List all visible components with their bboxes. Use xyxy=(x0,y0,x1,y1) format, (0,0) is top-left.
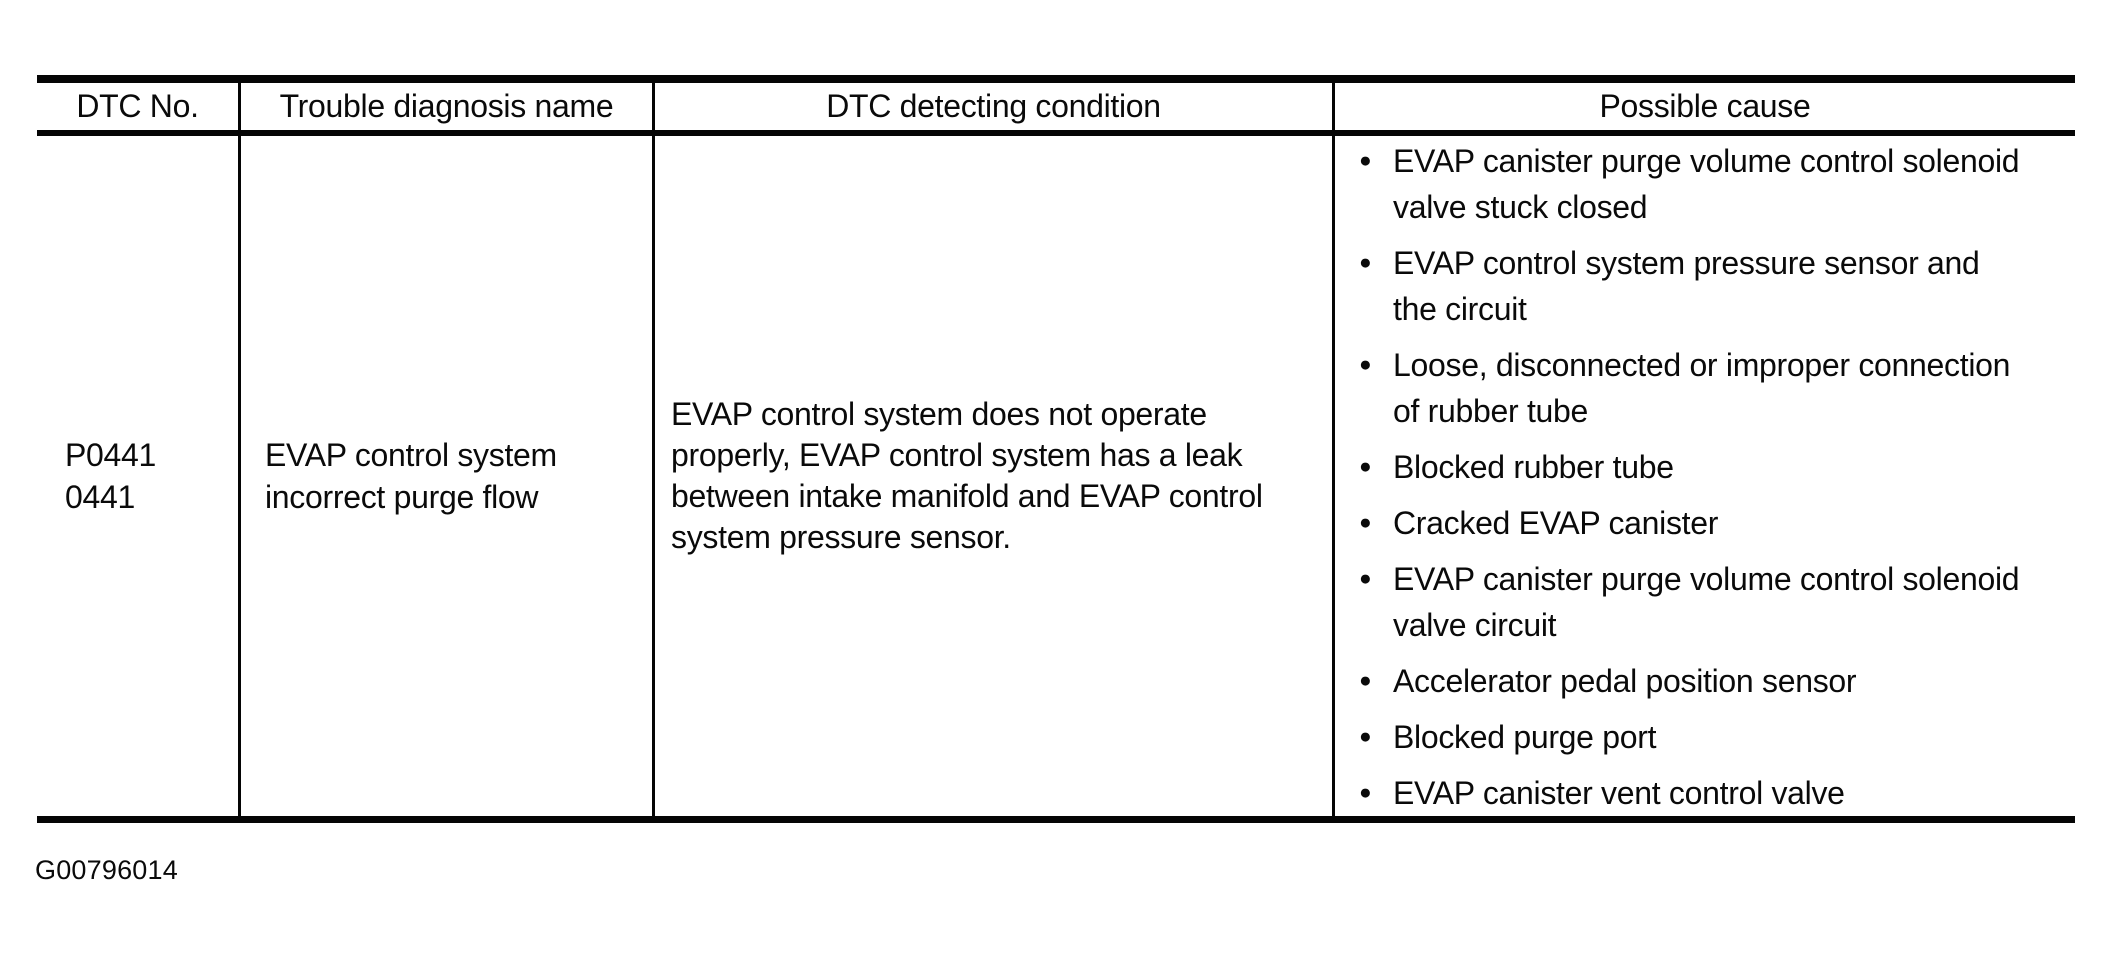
possible-cause-text: EVAP canister purge volume control solen… xyxy=(1393,143,2020,225)
bullet-icon: ● xyxy=(1359,149,1372,172)
col-header-trouble-diagnosis-name: Trouble diagnosis name xyxy=(241,83,655,130)
possible-cause-text: Cracked EVAP canister xyxy=(1393,505,1719,541)
possible-cause-text: EVAP canister vent control valve xyxy=(1393,775,1845,811)
bullet-icon: ● xyxy=(1359,781,1372,804)
possible-cause-item: ● EVAP canister vent control valve xyxy=(1335,770,2075,816)
cell-dtc-detecting-condition: EVAP control system does not operate pro… xyxy=(655,136,1335,816)
bullet-icon: ● xyxy=(1359,669,1372,692)
possible-cause-item: ● EVAP canister purge volume control sol… xyxy=(1335,138,2075,230)
possible-cause-item: ● Accelerator pedal position sensor xyxy=(1335,658,2075,704)
possible-cause-text: Loose, disconnected or improper connecti… xyxy=(1393,347,2011,429)
possible-cause-text: Blocked rubber tube xyxy=(1393,449,1674,485)
col-header-possible-cause: Possible cause xyxy=(1599,88,1811,124)
possible-cause-text: EVAP control system pressure sensor and … xyxy=(1393,245,1980,327)
cell-trouble-diagnosis-name: EVAP control system incorrect purge flow xyxy=(241,136,655,816)
dtc-code: 0441 xyxy=(65,479,135,515)
trouble-diagnosis-text: EVAP control system incorrect purge flow xyxy=(265,437,557,515)
bullet-icon: ● xyxy=(1359,725,1372,748)
bullet-icon: ● xyxy=(1359,251,1372,274)
figure-id: G00796014 xyxy=(35,855,178,885)
bullet-icon: ● xyxy=(1359,511,1372,534)
cell-possible-cause: ● EVAP canister purge volume control sol… xyxy=(1335,136,2075,816)
possible-cause-text: EVAP canister purge volume control solen… xyxy=(1393,561,2020,643)
bullet-icon: ● xyxy=(1359,353,1372,376)
possible-cause-text: Accelerator pedal position sensor xyxy=(1393,663,1857,699)
possible-cause-list: ● EVAP canister purge volume control sol… xyxy=(1335,138,2075,816)
possible-cause-item: ● Blocked purge port xyxy=(1335,714,2075,760)
possible-cause-item: ● Loose, disconnected or improper connec… xyxy=(1335,342,2075,434)
possible-cause-text: Blocked purge port xyxy=(1393,719,1657,755)
possible-cause-item: ● EVAP control system pressure sensor an… xyxy=(1335,240,2075,332)
bullet-icon: ● xyxy=(1359,455,1372,478)
dtc-detecting-condition-text: EVAP control system does not operate pro… xyxy=(671,396,1263,555)
dtc-code-lines: P0441 0441 xyxy=(65,434,156,518)
table-header-row: DTC No. Trouble diagnosis name DTC detec… xyxy=(37,83,2075,136)
dtc-code: P0441 xyxy=(65,437,157,473)
possible-cause-item: ● Cracked EVAP canister xyxy=(1335,500,2075,546)
bullet-icon: ● xyxy=(1359,567,1372,590)
col-header-dtc-detecting-condition: DTC detecting condition xyxy=(655,83,1335,130)
possible-cause-item: ● EVAP canister purge volume control sol… xyxy=(1335,556,2075,648)
table-body-row: P0441 0441 EVAP control system incorrect… xyxy=(37,136,2075,816)
possible-cause-item: ● Blocked rubber tube xyxy=(1335,444,2075,490)
dtc-table: DTC No. Trouble diagnosis name DTC detec… xyxy=(37,75,2075,823)
col-header-dtc-no: DTC No. xyxy=(37,83,241,130)
cell-dtc-no: P0441 0441 xyxy=(37,136,241,816)
